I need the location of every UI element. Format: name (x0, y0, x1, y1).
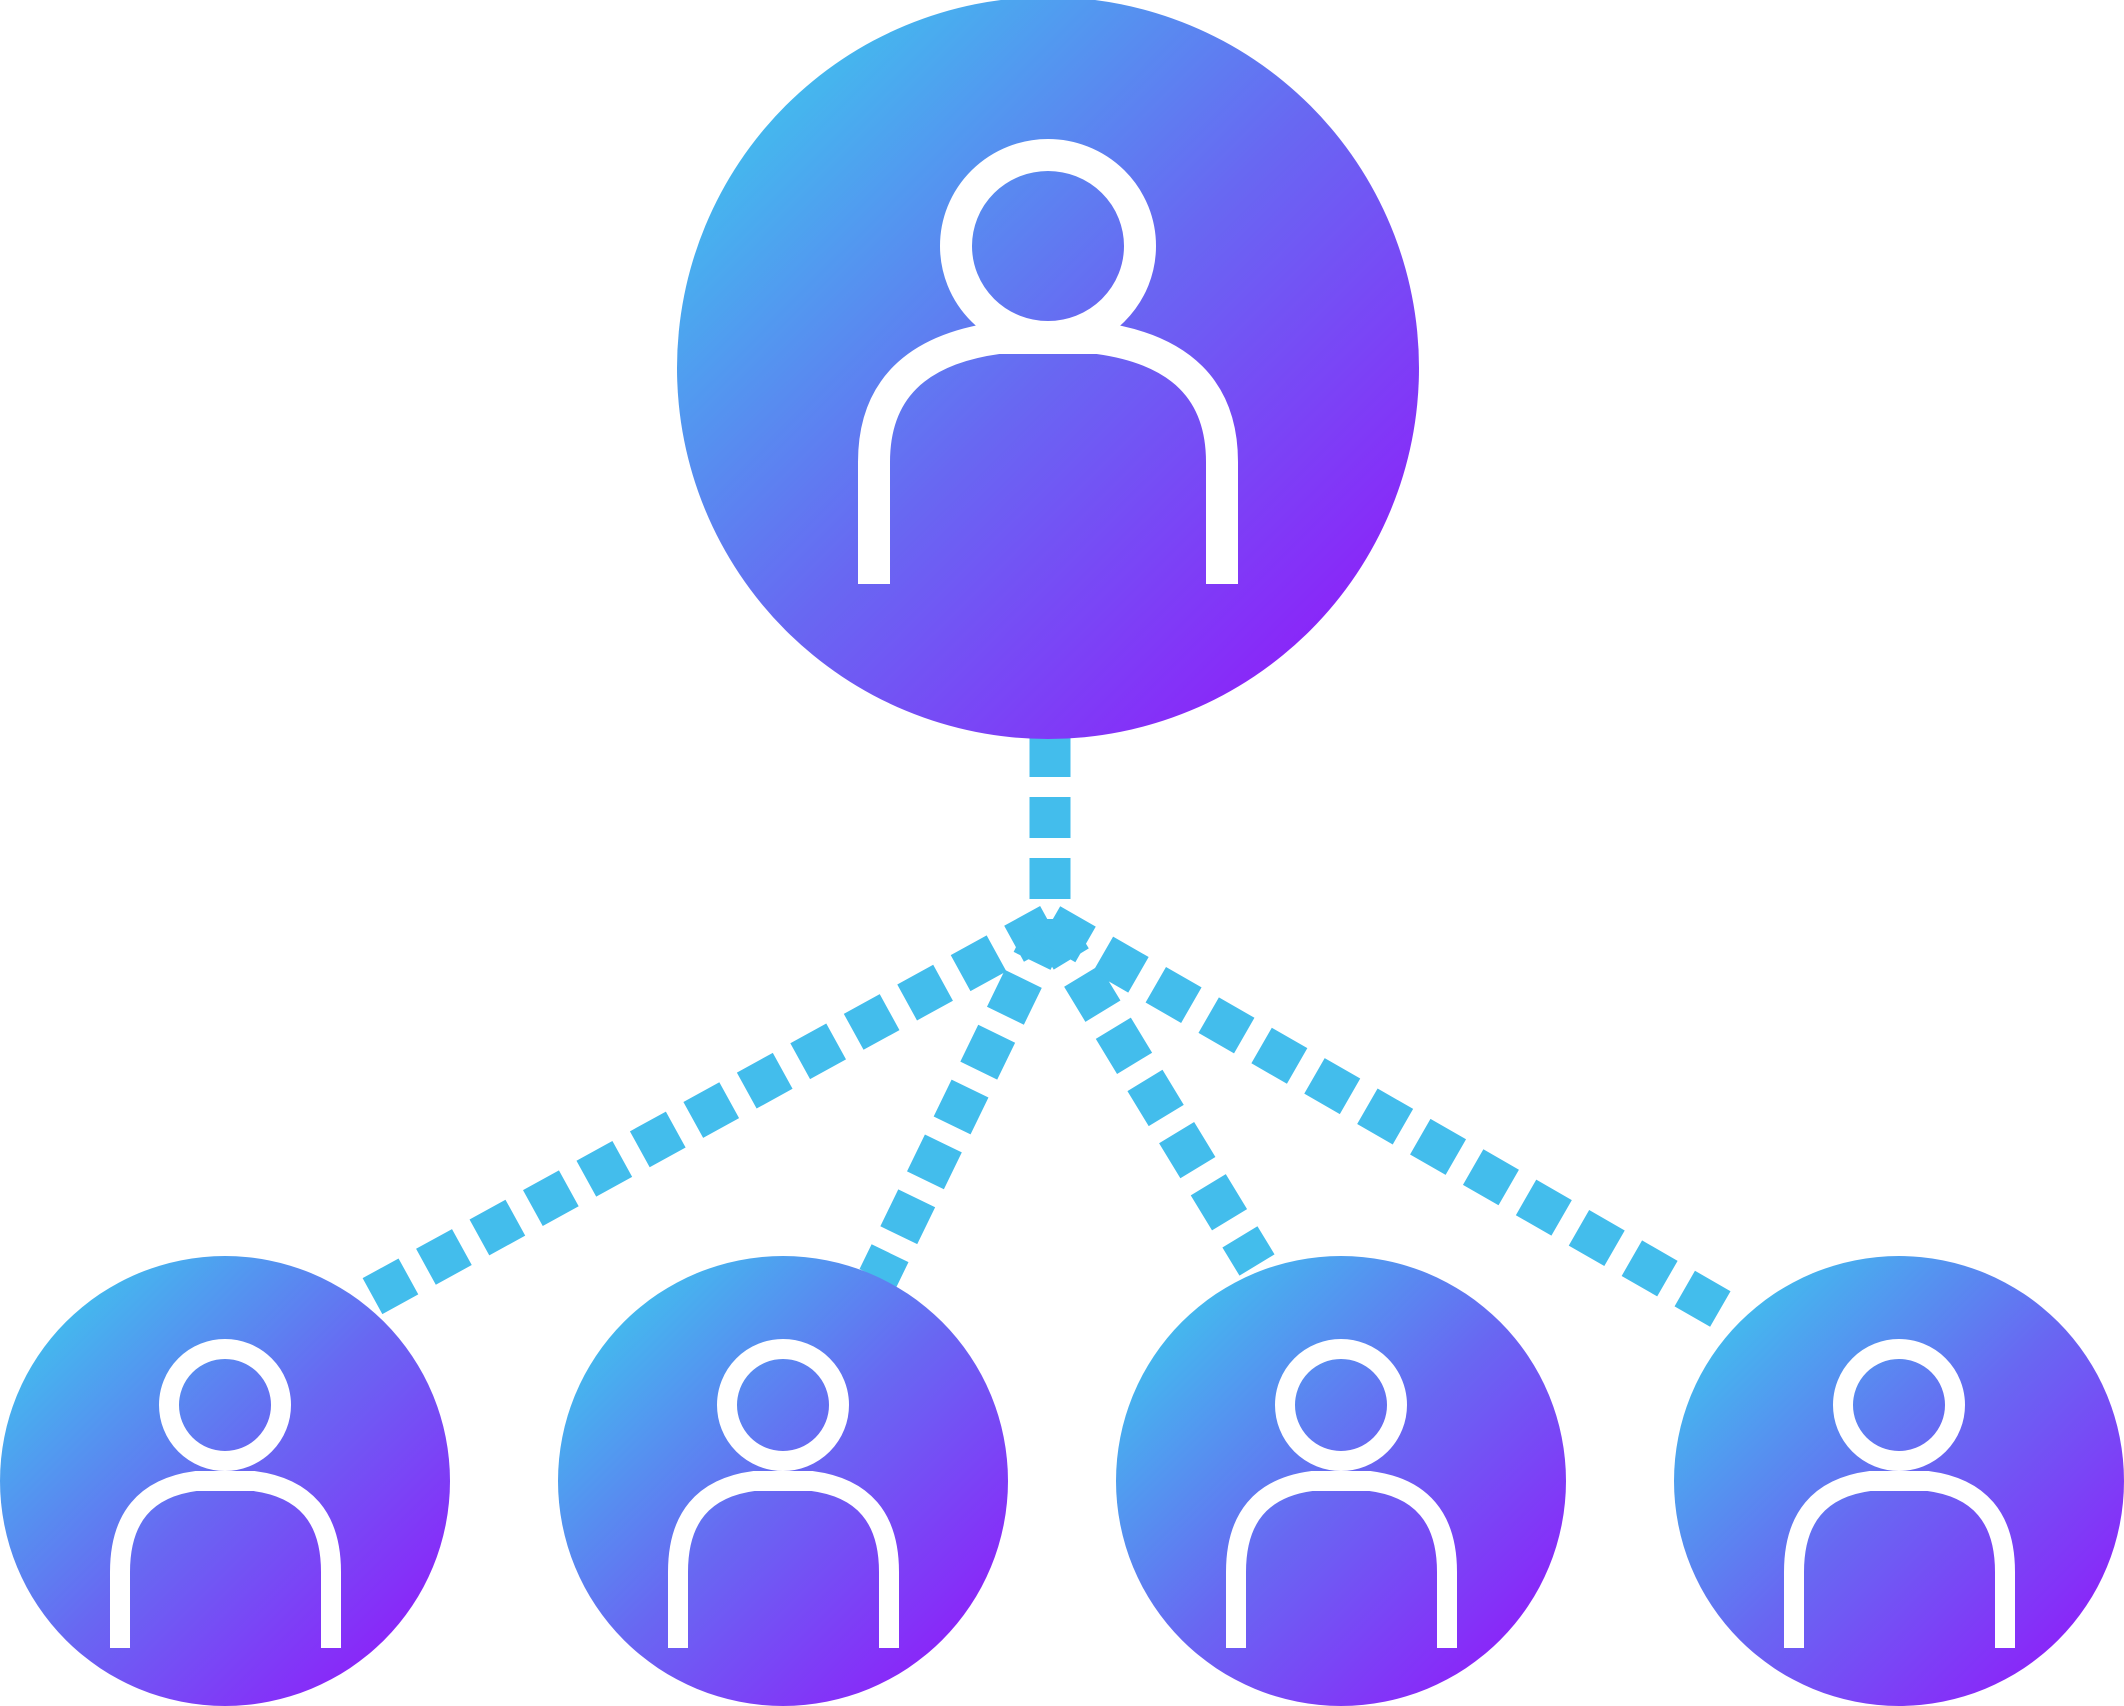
child-person-node-2 (558, 1256, 1008, 1706)
children-group (0, 1256, 2124, 1706)
user-icon-body (858, 322, 1238, 584)
user-icon-body (668, 1471, 899, 1648)
user-icon-body (1784, 1471, 2015, 1648)
root-person-node (677, 0, 1419, 739)
user-icon (110, 1339, 341, 1648)
connector-group (350, 736, 1747, 1336)
user-icon-head (717, 1339, 849, 1471)
connector-to-child-4 (1039, 906, 1747, 1336)
connector-to-child-2 (859, 915, 1069, 1287)
user-icon-head (159, 1339, 291, 1471)
root-node-circle (677, 0, 1419, 739)
user-icon-head (1833, 1339, 1965, 1471)
user-icon (1226, 1339, 1457, 1648)
user-icon (1784, 1339, 2015, 1648)
user-icon-head (1275, 1339, 1407, 1471)
child-person-node-1 (0, 1256, 450, 1706)
user-icon-body (1226, 1471, 1457, 1648)
connector-to-child-3 (1032, 913, 1275, 1276)
user-icon (668, 1339, 899, 1648)
user-icon (858, 139, 1238, 584)
connector-to-child-1 (350, 906, 1060, 1321)
user-icon-body (110, 1471, 341, 1648)
child-person-node-4 (1674, 1256, 2124, 1706)
child-person-node-3 (1116, 1256, 1566, 1706)
